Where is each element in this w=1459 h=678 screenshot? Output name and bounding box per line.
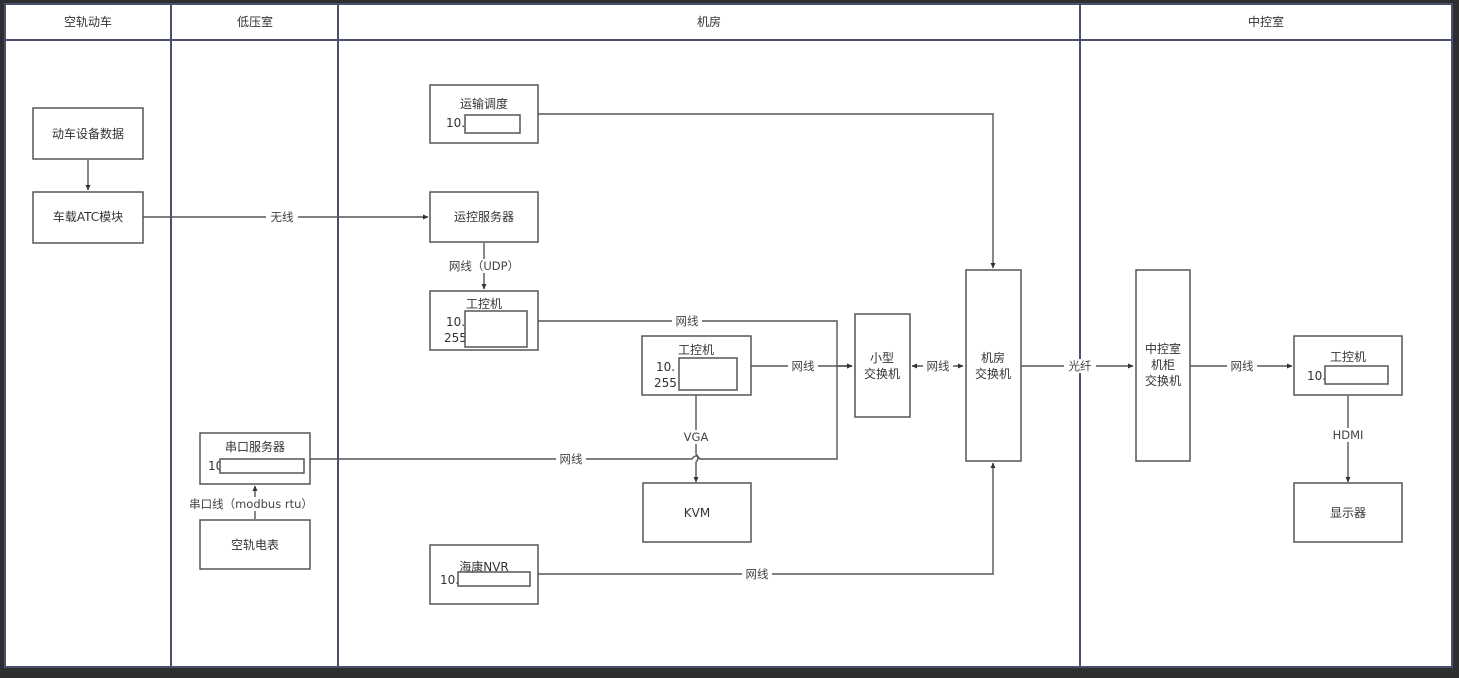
swimlanes: 空轨动车 低压室 机房 中控室 (4, 3, 1453, 668)
node-ip-prefix: 10. (446, 315, 465, 329)
node-label: 交换机 (864, 366, 900, 381)
redacted-ip (464, 114, 521, 134)
node-label: 动车设备数据 (52, 126, 124, 141)
node-power-meter[interactable]: 空轨电表 (199, 519, 311, 570)
node-label: 空轨电表 (231, 538, 279, 552)
edge-label-modbus: 串口线（modbus rtu） (189, 497, 313, 511)
node-label: 串口服务器 (225, 439, 285, 454)
node-ipc-2[interactable]: 工控机 10. 255 (641, 335, 752, 396)
node-ip-prefix: 10. (656, 360, 675, 374)
node-kvm[interactable]: KVM (642, 482, 752, 543)
edge-label-wireless: 无线 (271, 210, 294, 224)
redacted-ip (219, 458, 305, 474)
node-label: 工控机 (1330, 350, 1366, 364)
node-control-cabinet-switch[interactable]: 中控室 机柜 交换机 (1135, 269, 1191, 462)
node-label: KVM (684, 506, 710, 520)
node-ipc-1[interactable]: 工控机 10. 255 (429, 290, 539, 351)
node-atc-module[interactable]: 车载ATC模块 (32, 191, 144, 244)
node-small-switch[interactable]: 小型 交换机 (854, 313, 911, 418)
node-label: 海康NVR (459, 559, 509, 574)
node-label: 运控服务器 (454, 209, 514, 224)
lane-title-control: 中控室 (1248, 14, 1284, 29)
node-ipc-control[interactable]: 工控机 10. (1293, 335, 1403, 396)
lane-title-machineroom: 机房 (697, 14, 721, 29)
edges: 无线 网线（UDP） 网线 网线 VGA 网线 串口线（modbus rtu） … (85, 113, 1370, 581)
node-transport-dispatch[interactable]: 运输调度 10. (429, 84, 539, 144)
node-ops-server[interactable]: 运控服务器 (429, 191, 539, 243)
lane-title-vehicle: 空轨动车 (64, 14, 112, 29)
edge-label-hdmi: HDMI (1333, 428, 1364, 442)
node-ip-prefix: 10. (440, 573, 459, 587)
edge-label-udp: 网线（UDP） (449, 259, 519, 273)
edge-label-nvr-net: 网线 (746, 567, 769, 581)
node-label: 机房 (981, 350, 1005, 365)
node-label: 机柜 (1151, 358, 1175, 372)
node-label: 小型 (870, 351, 894, 365)
redacted-ip (678, 357, 738, 391)
edge-serial-server-to-small-switch (310, 366, 838, 460)
node-serial-server[interactable]: 串口服务器 10. (199, 432, 311, 485)
node-label: 工控机 (678, 343, 714, 357)
edge-label-switch-net: 网线 (927, 359, 950, 373)
node-label: 车载ATC模块 (53, 209, 123, 224)
nodes: 动车设备数据 车载ATC模块 串口服务器 10. 空轨电表 运输调度 10. 运… (32, 84, 1403, 605)
edge-nvr-to-room-switch (538, 462, 996, 575)
node-label: 交换机 (975, 366, 1011, 381)
edge-label-ipc2-net: 网线 (792, 359, 815, 373)
redacted-ip (464, 310, 528, 348)
edge-ipc2-to-kvm (693, 395, 699, 483)
node-vehicle-data[interactable]: 动车设备数据 (32, 107, 144, 160)
edge-label-fiber: 光纤 (1069, 359, 1092, 373)
node-monitor[interactable]: 显示器 (1293, 482, 1403, 543)
node-ip-prefix: 10. (1307, 369, 1326, 383)
redacted-ip (457, 571, 531, 587)
node-ip-prefix: 10. (446, 116, 465, 130)
node-mask-prefix: 255 (654, 376, 677, 390)
edge-label-vga: VGA (684, 430, 709, 444)
node-room-switch[interactable]: 机房 交换机 (965, 269, 1022, 462)
node-mask-prefix: 255 (444, 331, 467, 345)
edge-label-cabinet-net: 网线 (1231, 359, 1254, 373)
node-label: 工控机 (466, 297, 502, 311)
node-label: 运输调度 (460, 96, 508, 111)
edge-label-ipc1-net: 网线 (676, 314, 699, 328)
node-nvr[interactable]: 海康NVR 10. (429, 544, 539, 605)
edge-label-serial-net: 网线 (560, 452, 583, 466)
lane-title-lowvoltage: 低压室 (237, 14, 273, 29)
node-label: 中控室 (1145, 341, 1181, 356)
redacted-ip (1324, 365, 1389, 385)
edge-dispatch-to-room-switch (538, 113, 996, 269)
node-label: 交换机 (1145, 373, 1181, 388)
node-label: 显示器 (1330, 506, 1366, 520)
lane-control: 中控室 (1079, 3, 1453, 668)
